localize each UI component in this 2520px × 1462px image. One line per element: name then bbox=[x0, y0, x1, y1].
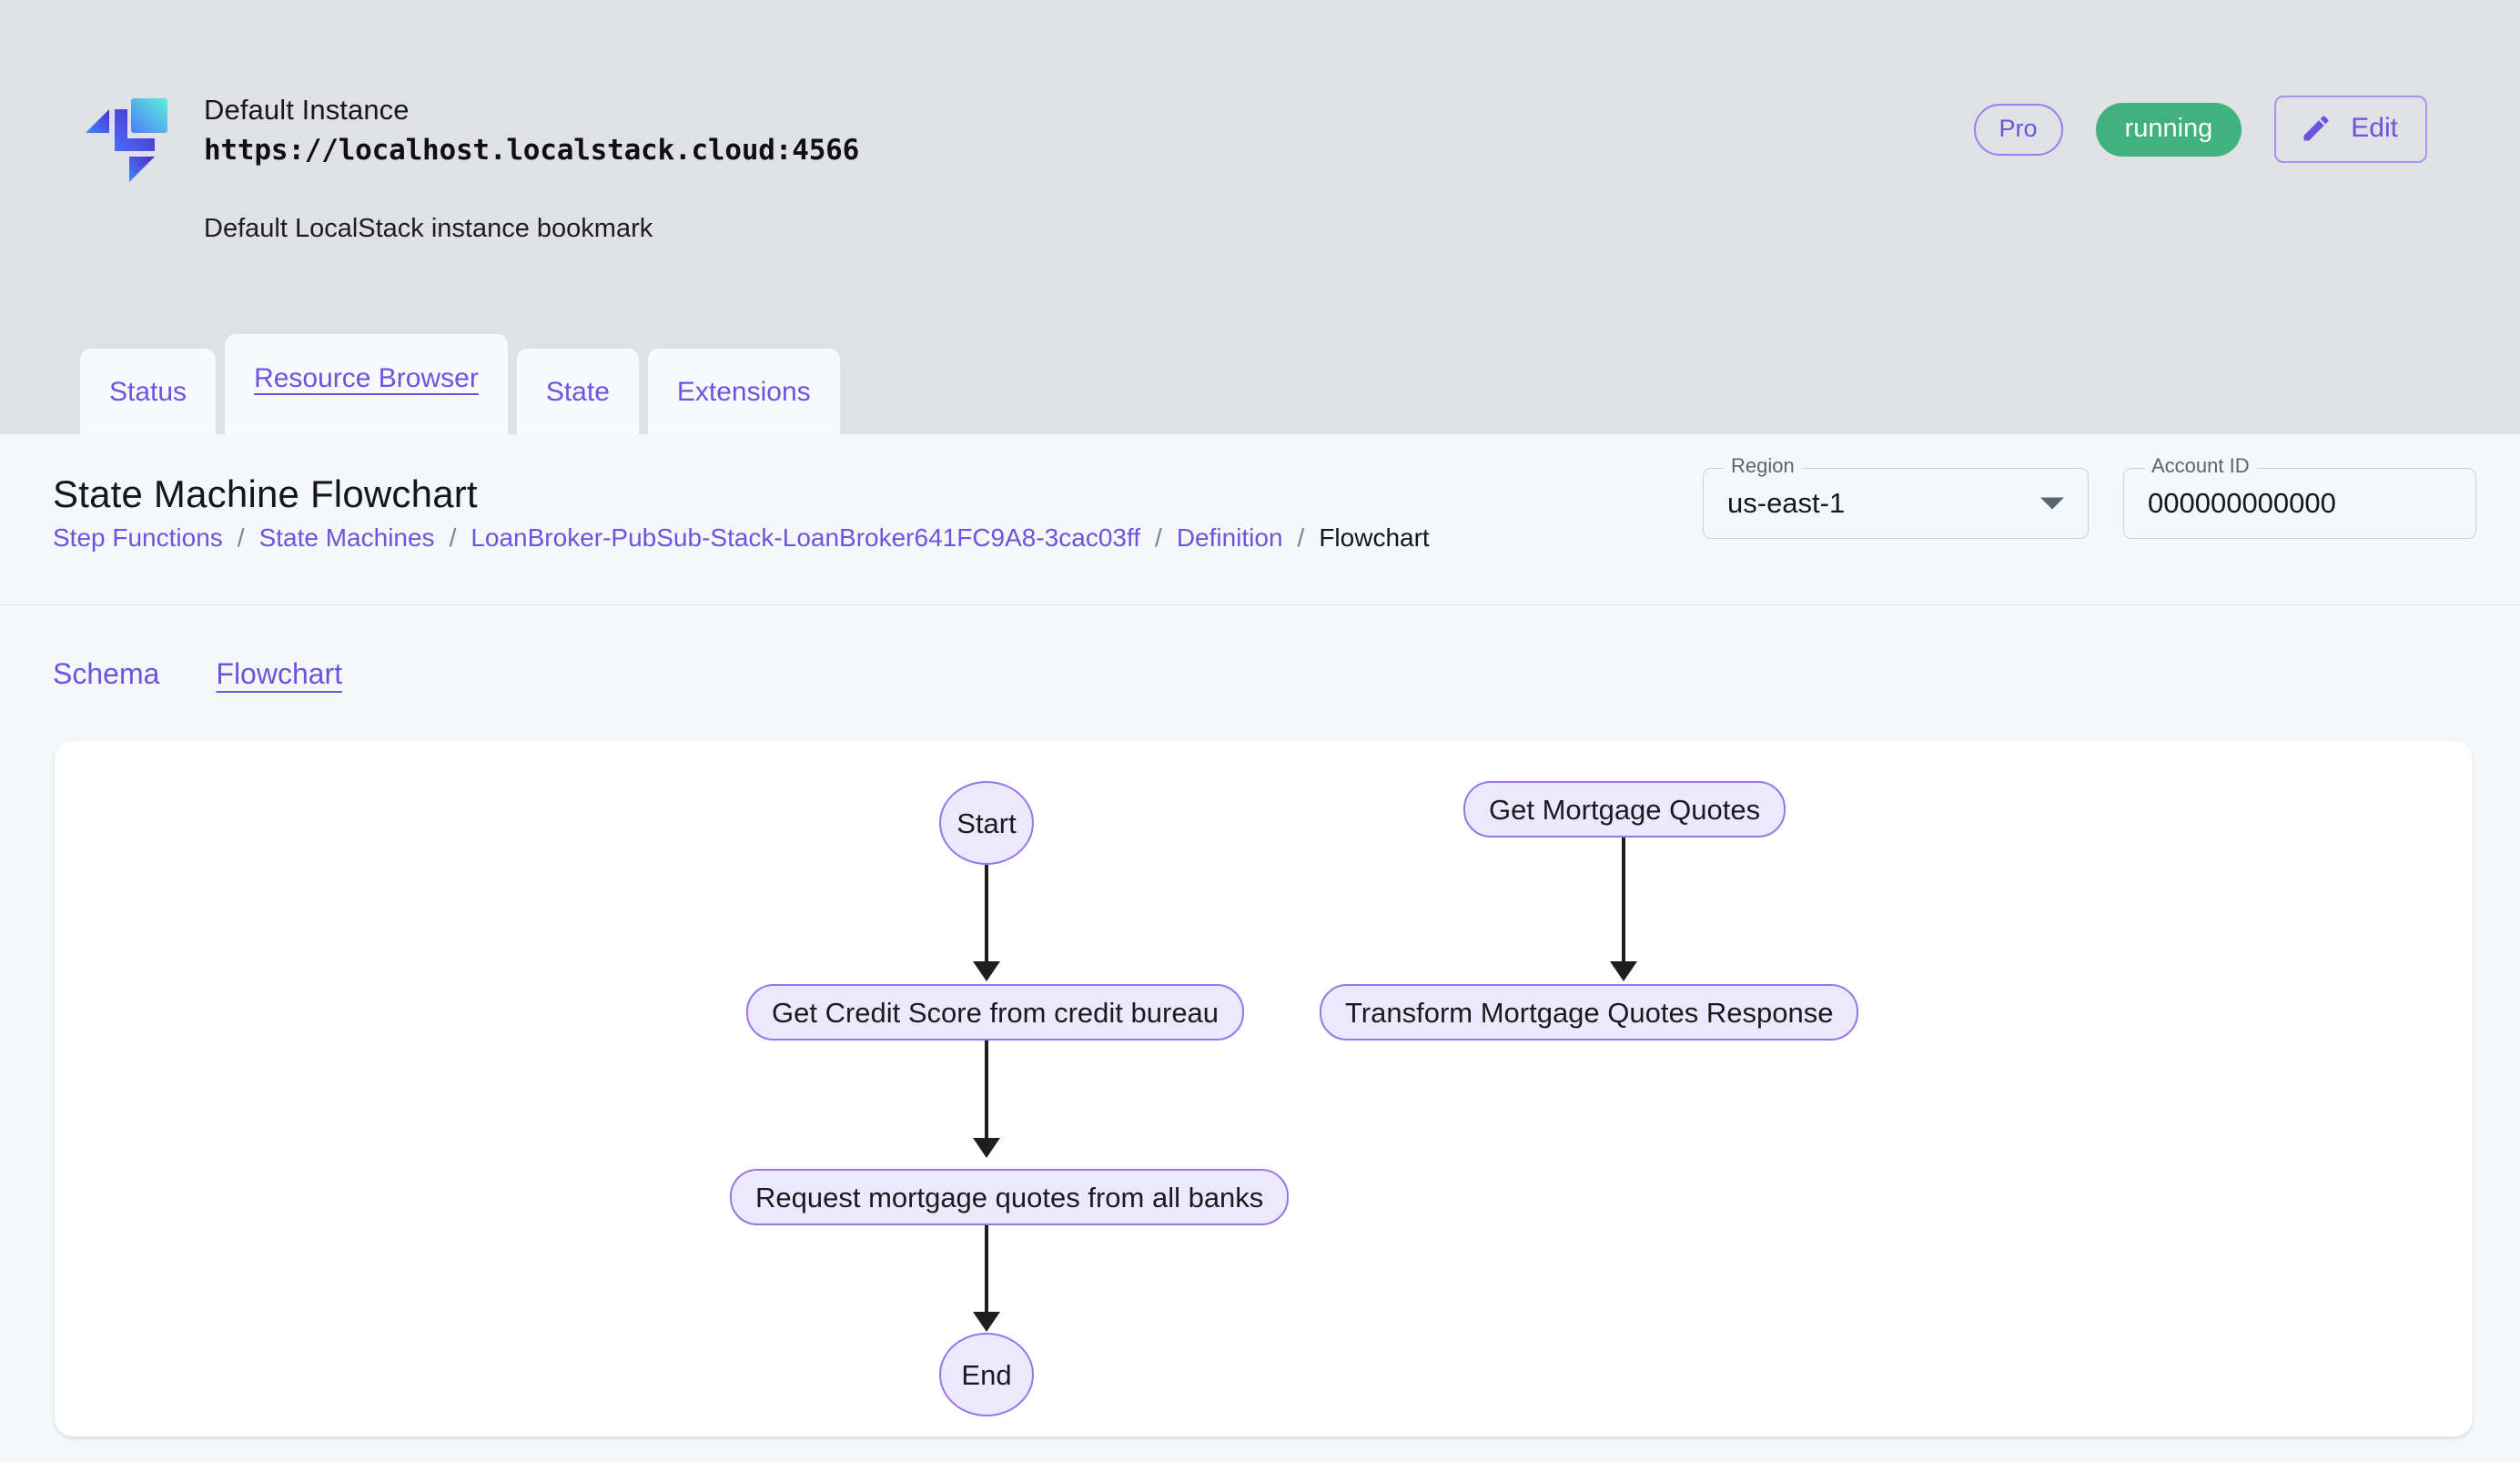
breadcrumb-item-step-functions[interactable]: Step Functions bbox=[53, 523, 223, 552]
localstack-logo-icon bbox=[86, 98, 167, 182]
selectors: Region us-east-1 Account ID 000000000000 bbox=[1703, 456, 2476, 539]
flow-node-end-label: End bbox=[961, 1358, 1012, 1391]
flow-arrowhead-request-to-end bbox=[973, 1312, 1000, 1332]
tab-resource-browser-label: Resource Browser bbox=[254, 363, 479, 393]
pro-badge[interactable]: Pro bbox=[1973, 103, 2063, 156]
main-tabs: Status Resource Browser State Extensions bbox=[80, 334, 840, 434]
breadcrumb: Step Functions / State Machines / LoanBr… bbox=[53, 523, 1430, 553]
flow-arrowhead-quotes-to-transform bbox=[1610, 961, 1637, 981]
flow-edge-request-to-end bbox=[985, 1225, 988, 1320]
flowchart-card: Start Get Credit Score from credit burea… bbox=[55, 741, 2473, 1437]
flow-edge-start-to-credit bbox=[985, 865, 988, 970]
flow-node-request-mortgage-quotes[interactable]: Request mortgage quotes from all banks bbox=[730, 1169, 1290, 1225]
pencil-icon bbox=[2303, 116, 2329, 141]
flow-node-start-label: Start bbox=[956, 807, 1017, 839]
breadcrumb-separator: / bbox=[1155, 523, 1162, 552]
tab-resource-browser[interactable]: Resource Browser bbox=[225, 334, 508, 434]
breadcrumb-item-state-machines[interactable]: State Machines bbox=[258, 523, 435, 552]
flow-node-get-credit-score-label: Get Credit Score from credit bureau bbox=[772, 996, 1220, 1029]
header-actions: Pro running Edit bbox=[1973, 96, 2427, 163]
breadcrumb-item-flowchart: Flowchart bbox=[1319, 523, 1430, 552]
status-badge[interactable]: running bbox=[2095, 102, 2242, 157]
breadcrumb-separator: / bbox=[449, 523, 457, 552]
instance-description: Default LocalStack instance bookmark bbox=[204, 214, 653, 244]
chevron-down-icon[interactable] bbox=[2040, 497, 2064, 510]
flow-arrowhead-start-to-credit bbox=[973, 961, 1000, 981]
tab-extensions[interactable]: Extensions bbox=[647, 349, 840, 434]
region-label: Region bbox=[1724, 456, 1802, 476]
tab-extensions-label: Extensions bbox=[676, 377, 811, 407]
flow-arrowhead-credit-to-request bbox=[973, 1138, 1000, 1158]
page-title: State Machine Flowchart bbox=[53, 472, 478, 515]
edit-button[interactable]: Edit bbox=[2274, 96, 2427, 163]
tab-status[interactable]: Status bbox=[80, 349, 217, 434]
tab-state-label: State bbox=[545, 377, 610, 407]
account-id-field[interactable]: Account ID 000000000000 bbox=[2123, 456, 2476, 539]
flowchart-canvas: Start Get Credit Score from credit burea… bbox=[55, 741, 2473, 1437]
sub-tabs: Schema Flowchart bbox=[0, 606, 2520, 741]
flow-node-get-mortgage-quotes-label: Get Mortgage Quotes bbox=[1489, 793, 1761, 826]
tab-status-label: Status bbox=[109, 377, 187, 407]
subtab-schema[interactable]: Schema bbox=[53, 656, 160, 690]
instance-endpoint: https://localhost.localstack.cloud:4566 bbox=[204, 133, 860, 167]
breadcrumb-item-definition[interactable]: Definition bbox=[1176, 523, 1283, 552]
breadcrumb-separator: / bbox=[237, 523, 245, 552]
flow-node-request-mortgage-quotes-label: Request mortgage quotes from all banks bbox=[755, 1181, 1264, 1213]
edit-button-label: Edit bbox=[2351, 113, 2398, 143]
flow-edge-credit-to-request bbox=[985, 1041, 988, 1146]
flow-node-transform-quotes-response[interactable]: Transform Mortgage Quotes Response bbox=[1320, 984, 1859, 1041]
page-header: State Machine Flowchart bbox=[0, 434, 2520, 605]
flow-node-start[interactable]: Start bbox=[939, 781, 1034, 865]
account-id-value: 000000000000 bbox=[2148, 487, 2336, 519]
region-value: us-east-1 bbox=[1727, 487, 1846, 519]
tab-state[interactable]: State bbox=[516, 349, 639, 434]
flow-node-get-credit-score[interactable]: Get Credit Score from credit bureau bbox=[746, 984, 1245, 1041]
instance-name: Default Instance bbox=[204, 94, 410, 126]
flow-node-transform-quotes-response-label: Transform Mortgage Quotes Response bbox=[1345, 996, 1834, 1029]
flow-node-end[interactable]: End bbox=[939, 1333, 1034, 1416]
region-select[interactable]: Region us-east-1 bbox=[1703, 456, 2089, 539]
flow-node-get-mortgage-quotes[interactable]: Get Mortgage Quotes bbox=[1463, 781, 1786, 838]
breadcrumb-item-state-machine-name[interactable]: LoanBroker-PubSub-Stack-LoanBroker641FC9… bbox=[471, 523, 1141, 552]
subtab-flowchart[interactable]: Flowchart bbox=[216, 656, 343, 690]
instance-text: Default Instance https://localhost.local… bbox=[204, 87, 859, 244]
account-id-label: Account ID bbox=[2144, 456, 2257, 476]
flow-edge-quotes-to-transform bbox=[1622, 838, 1625, 970]
instance-info: Default Instance https://localhost.local… bbox=[86, 87, 859, 244]
instance-header: Default Instance https://localhost.local… bbox=[0, 0, 2520, 434]
breadcrumb-separator: / bbox=[1297, 523, 1305, 552]
